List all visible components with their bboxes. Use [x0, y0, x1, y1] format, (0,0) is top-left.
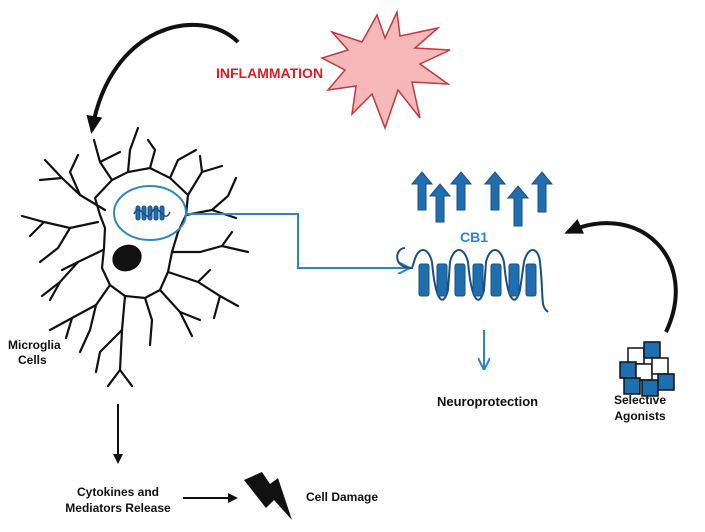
microglia-label-line2: Cells [18, 353, 47, 367]
lightning-bolt-icon [244, 472, 292, 520]
cell-damage-label: Cell Damage [306, 490, 378, 504]
cytokines-label-line1: Cytokines and [77, 485, 159, 499]
mini-receptor-icon [133, 205, 171, 221]
inflammation-to-microglia-arrow [86, 22, 240, 134]
agonists-label-line2: Agonists [614, 409, 666, 423]
inflammation-label: INFLAMMATION [216, 65, 323, 81]
inflammation-starburst [320, 9, 451, 131]
cb1-receptor [396, 247, 549, 313]
microglia-nucleus [112, 244, 142, 272]
upregulation-arrows [410, 171, 554, 227]
neuroprotection-label: Neuroprotection [437, 394, 538, 409]
cytokines-label-line2: Mediators Release [65, 501, 171, 515]
microglia-cell [20, 126, 250, 388]
agonist-molecules [619, 341, 675, 397]
agonists-label-line1: Selective [614, 393, 666, 407]
cb1-label: CB1 [460, 229, 488, 245]
microglia-label-line1: Microglia [8, 338, 61, 352]
agonists-to-cb1-arrow [564, 219, 678, 333]
microglia-to-cb1-connector [186, 213, 408, 268]
